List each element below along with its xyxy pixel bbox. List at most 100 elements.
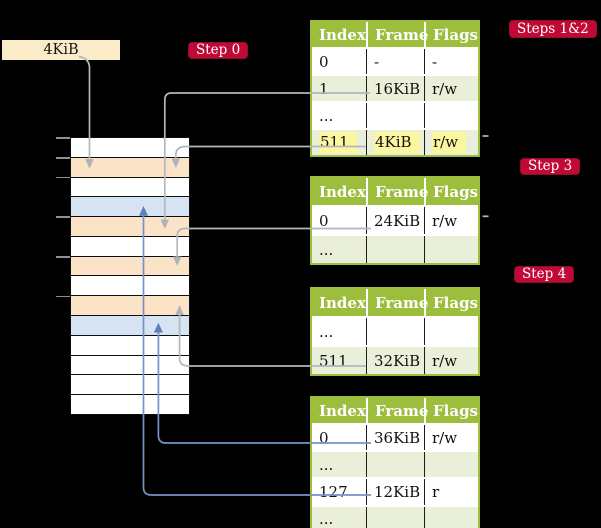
memory-frame-row [71,374,189,395]
cell-value: 0 [319,428,329,447]
table-cell: - [366,49,424,74]
memory-tick [56,157,70,159]
cell-value: 32KiB [374,351,421,370]
highlighted-cell-value: 511 [319,132,357,153]
memory-frame-row [71,394,189,414]
memory-frame-row [71,156,189,177]
column-header: Flags [424,289,478,316]
table-cell: r/w [424,130,478,155]
memory-tick [56,216,70,218]
table-cell: r [424,479,478,505]
cell-value: 511 [319,351,348,370]
table-cell [424,103,478,128]
cell-value: r [432,482,440,501]
memory-tick [56,137,70,139]
table-cell: 511 [312,130,366,155]
column-header: Frame [366,398,428,423]
table-cell: 36KiB [366,425,424,451]
table-cell: ... [312,103,366,128]
table-cell [366,506,424,528]
memory-frame-row [71,354,189,375]
column-header: Index [319,293,366,312]
badge-step-4: Step 4 [515,267,574,282]
physical-memory-stack [70,137,190,415]
cell-value: - [374,52,380,71]
table-cell [366,236,424,263]
table-row: 1 16KiB r/w [312,74,478,101]
column-header: Flags [424,178,478,205]
column-header: Flags [424,22,478,47]
cell-value: r/w [432,428,458,447]
table-cell: ... [312,318,366,345]
table-cell: - [424,49,478,74]
table-row: 0 - - [312,47,478,74]
table-cell: 32KiB [366,347,424,374]
table-cell: 511 [312,347,366,374]
cell-value: - [432,52,438,71]
cell-value: ... [319,322,334,341]
table-cell: 0 [312,207,366,234]
table-cell [424,506,478,528]
table-cell: 127 [312,479,366,504]
table-cell: 4KiB [366,130,424,155]
table-row: ... [312,450,478,478]
table-cell: 24KiB [366,207,424,234]
table-row: ... [312,101,478,128]
highlighted-cell-value: r/w [432,132,467,153]
memory-frame-row [71,196,189,217]
badge-steps-1-2: Steps 1&2 [510,21,596,37]
table-cell: 1 [312,76,366,101]
cell-value: 127 [319,482,348,501]
column-header: Flags [424,398,478,423]
highlighted-cell-value: 4KiB [374,132,420,153]
table-cell: 16KiB [366,76,424,101]
table-row: 0 24KiB r/w [312,205,478,234]
table-cell: ... [312,452,366,477]
memory-tick [56,295,70,297]
table-cell: r/w [424,347,478,374]
table-cell: r/w [424,425,478,451]
cell-value: r/w [432,351,458,370]
table-cell: 12KiB [366,479,424,505]
table-row: 511 4KiB r/w [312,128,478,155]
memory-frame-row [71,216,189,236]
column-header: Frame [366,22,428,47]
cell-value: 0 [319,211,329,230]
memory-frame-row [71,275,189,296]
cell-value: r/w [432,79,458,98]
memory-frame-row [71,334,189,355]
table-cell [366,103,424,128]
table-cell: 0 [312,425,366,450]
cell-value: 0 [319,52,329,71]
cell-value: ... [319,510,334,528]
cell-value: 16KiB [374,79,421,98]
memory-tick [56,176,70,179]
table-row: 511 32KiB r/w [312,345,478,374]
memory-frame-row [71,138,189,157]
cell-value: r/w [432,211,458,230]
table-cell: ... [312,507,366,528]
table-cell [424,452,478,478]
column-header: Index [319,401,366,420]
column-header: Index [319,25,366,44]
cell-value: ... [319,455,334,474]
cell-value: ... [319,240,334,259]
memory-frame-row [71,235,189,256]
badge-step-0: Step 0 [189,43,248,58]
memory-frame-row [71,315,189,335]
column-header: Index [319,182,366,201]
table-cell [366,318,424,345]
cell-value: 1 [319,79,329,98]
table-row: ... [312,316,478,345]
table-row: ... [312,234,478,263]
cell-value: 36KiB [374,428,421,447]
